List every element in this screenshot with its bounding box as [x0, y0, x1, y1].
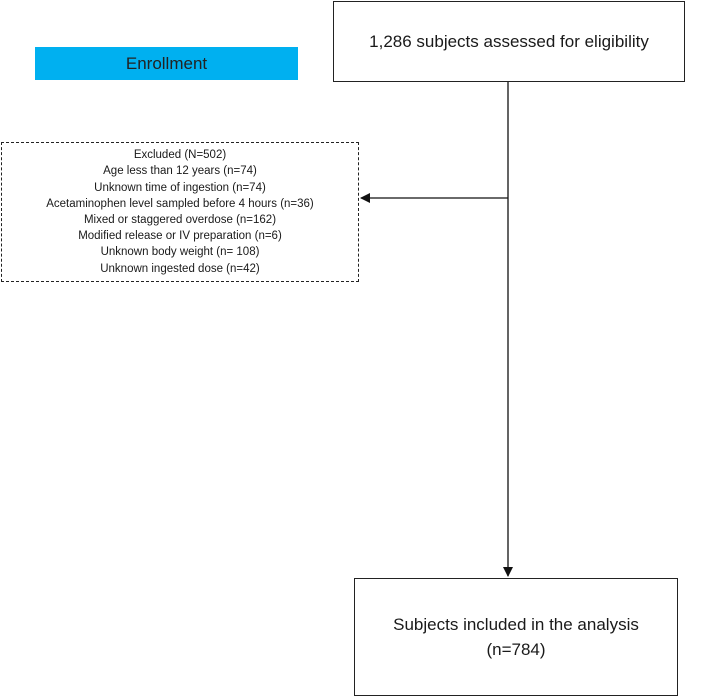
excluded-line: Age less than 12 years (n=74) — [103, 165, 257, 178]
excluded-line: Excluded (N=502) — [133, 149, 227, 162]
excluded-box: Excluded (N=502) Age less than 12 years … — [1, 142, 359, 282]
excluded-line: Unknown time of ingestion (n=74) — [94, 181, 266, 194]
excluded-line: Modified release or IV preparation (n=6) — [78, 230, 282, 243]
included-text-line1: Subjects included in the analysis — [393, 615, 639, 634]
excluded-line: Acetaminophen level sampled before 4 hou… — [46, 197, 314, 210]
enrollment-label: Enrollment — [35, 47, 298, 80]
assessed-text: 1,286 subjects assessed for eligibility — [369, 31, 649, 51]
included-box: Subjects included in the analysis (n=784… — [354, 578, 678, 696]
enrollment-text: Enrollment — [125, 53, 208, 73]
excluded-line: Mixed or staggered overdose (n=162) — [83, 214, 277, 226]
assessed-box: 1,286 subjects assessed for eligibility — [333, 1, 685, 82]
excluded-line: Unknown body weight (n= 108) — [100, 246, 260, 259]
included-text-line2: (n=784) — [486, 640, 546, 659]
excluded-line: Unknown ingested dose (n=42) — [100, 262, 260, 275]
